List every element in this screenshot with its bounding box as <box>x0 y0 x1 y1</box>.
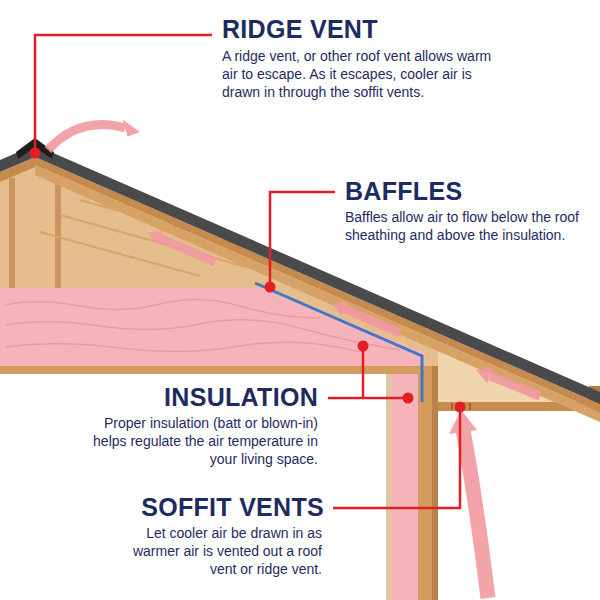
callout: RIDGE VENT <box>222 14 592 44</box>
callout-text: A ridge vent, or other roof vent allows … <box>222 47 497 101</box>
gable-studs <box>12 178 58 290</box>
roof-sheathing <box>35 157 600 412</box>
callout: Baffles allow air to flow below the roof… <box>345 208 595 244</box>
siding <box>432 366 438 600</box>
callout-heading: SOFFIT VENTS <box>4 492 324 522</box>
callout: Let cooler air be drawn in as warmer air… <box>107 524 322 578</box>
top-plate <box>0 366 434 374</box>
shingles <box>35 145 600 404</box>
callout-heading: INSULATION <box>18 382 318 412</box>
callout: BAFFLES <box>345 176 595 206</box>
living-space <box>0 374 388 600</box>
callout: Proper insulation (batt or blown-in) hel… <box>68 414 318 468</box>
insulation-texture <box>5 299 400 352</box>
callout-text: Baffles allow air to flow below the roof… <box>345 208 595 244</box>
drywall <box>386 374 392 600</box>
wall-stud <box>418 366 432 600</box>
callout: SOFFIT VENTS <box>4 492 324 522</box>
leader-lines <box>35 35 460 508</box>
callout: A ridge vent, or other roof vent allows … <box>222 47 497 101</box>
callout-text: Let cooler air be drawn in as warmer air… <box>107 524 322 578</box>
wall-insulation <box>392 374 418 600</box>
callout-heading: RIDGE VENT <box>222 14 592 44</box>
callout: INSULATION <box>18 382 318 412</box>
callout-text: Proper insulation (batt or blown-in) hel… <box>68 414 318 468</box>
callout-heading: BAFFLES <box>345 176 595 206</box>
airflow-arrows <box>48 119 540 598</box>
